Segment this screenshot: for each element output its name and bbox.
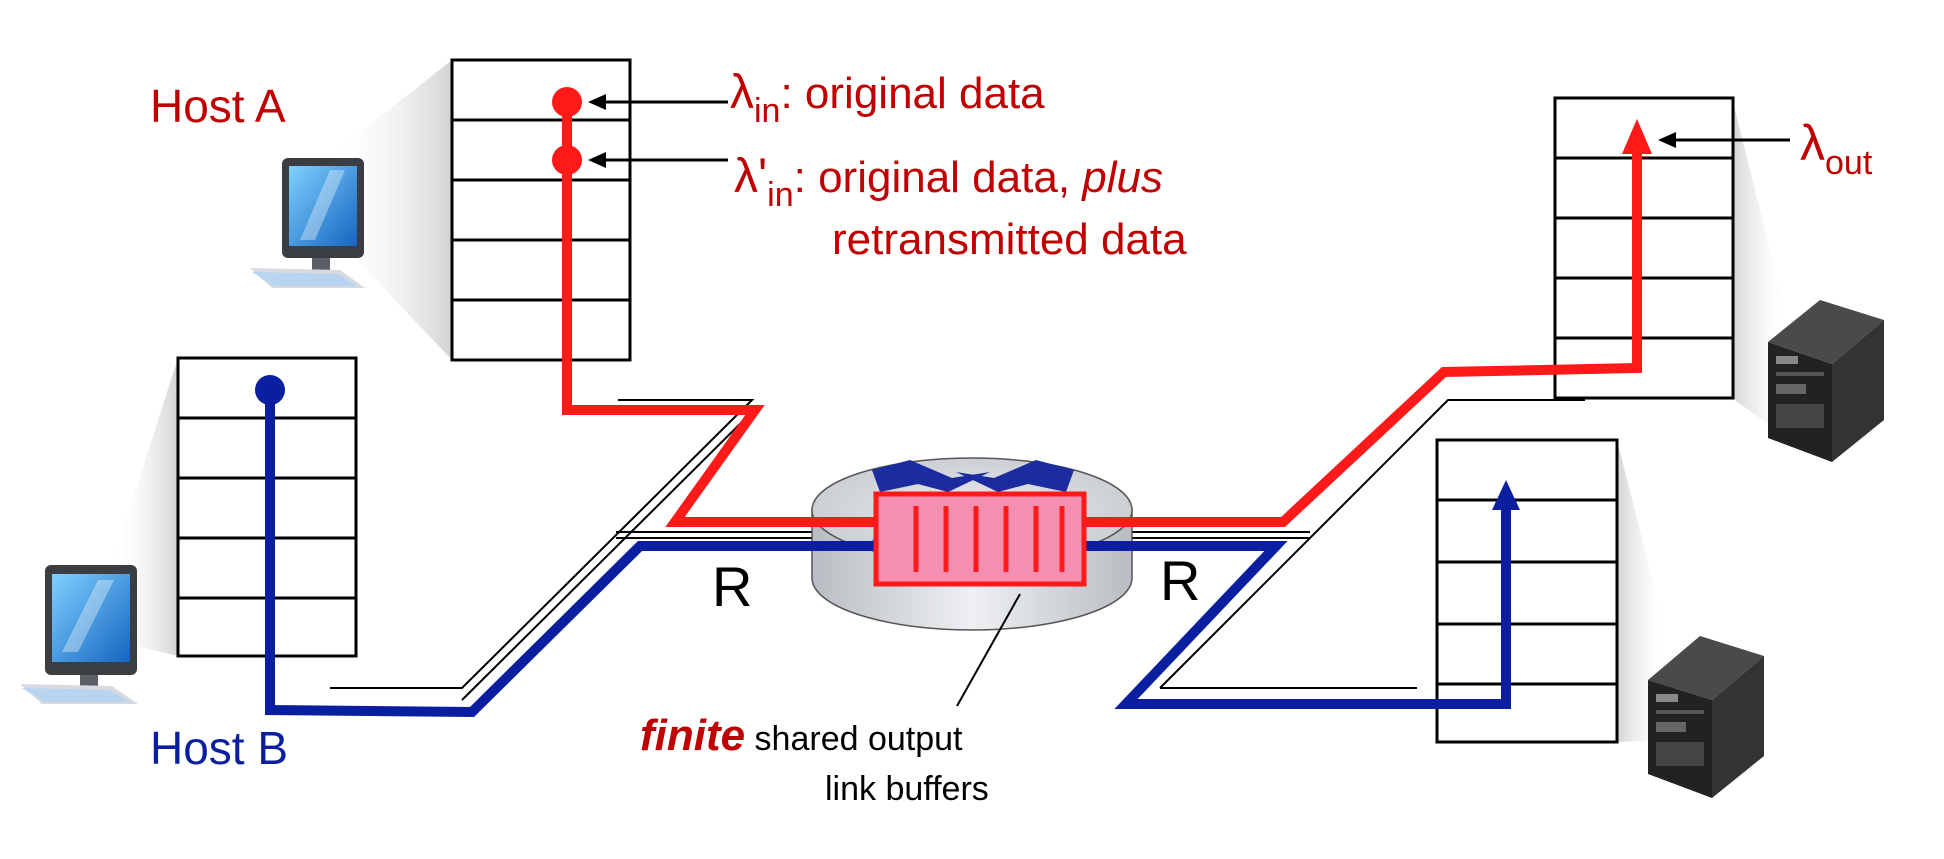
lambda-in-prime-continuation: retransmitted data [832, 215, 1187, 264]
lambda-in-prime-pointer-arrow [588, 152, 728, 168]
link-left [330, 399, 812, 701]
host-a-label: Host A [150, 80, 286, 132]
lambda-in-pointer-arrow [588, 94, 728, 110]
host-a-buffer [450, 58, 632, 362]
shared-output-buffer [873, 491, 1087, 587]
host-a-computer-icon [250, 60, 452, 360]
host-b-label: Host B [150, 722, 288, 774]
lambda-out-pointer-arrow [1658, 132, 1790, 148]
lambda-in-label: λin: original data [730, 66, 1045, 130]
server-lower-icon [1648, 636, 1764, 798]
server-lower-buffer [1435, 438, 1668, 744]
host-b-computer-icon [20, 358, 178, 704]
buffer-caption-line2: link buffers [825, 770, 989, 808]
buffer-callout-line [956, 593, 1021, 707]
server-upper-buffer [1553, 96, 1790, 440]
lambda-out-label: λout [1800, 115, 1873, 182]
server-upper-icon [1768, 300, 1884, 462]
buffer-caption-line1: finite shared output [640, 711, 963, 760]
lambda-in-prime-label: λ'in: original data, plus [734, 150, 1163, 214]
link-right [1132, 399, 1585, 689]
left-link-rate-label: R [712, 555, 752, 618]
right-link-rate-label: R [1160, 549, 1200, 612]
